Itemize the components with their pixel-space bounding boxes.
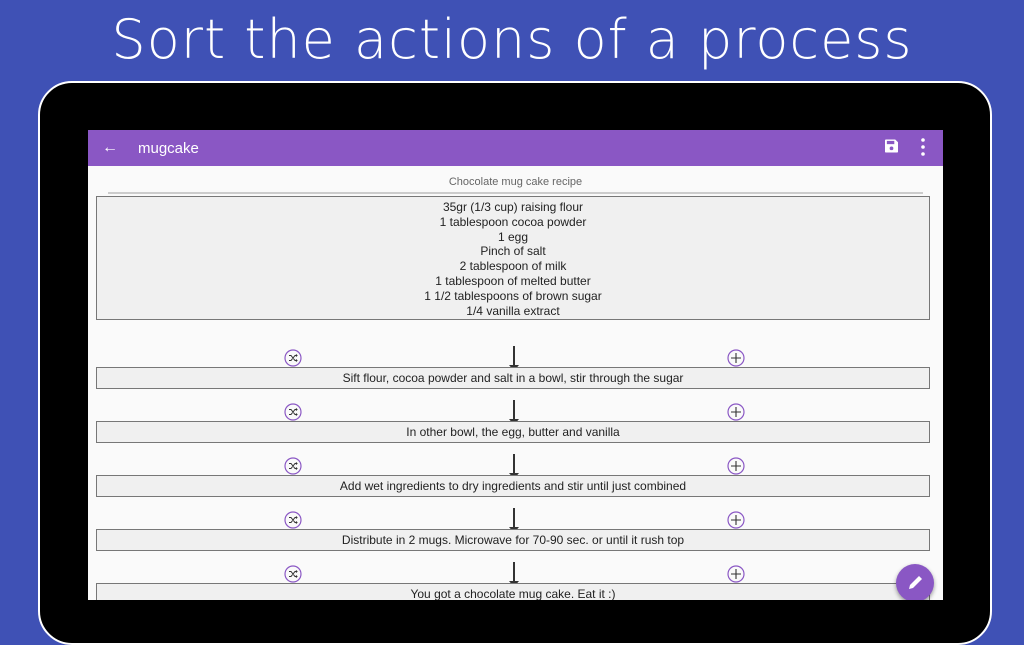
process-title: Chocolate mug cake recipe (448, 176, 583, 188)
ingredient-line: 35gr (1/3 cup) raising flour (442, 200, 584, 214)
add-step-icon[interactable] (727, 403, 745, 421)
shuffle-icon[interactable] (284, 349, 302, 367)
app-screen: ← mugcake Chocolate mug cake recipe 35gr… (88, 130, 943, 600)
ingredient-line: 1/4 vanilla extract (466, 303, 560, 318)
ingredient-line: 1 egg (497, 229, 529, 244)
ingredient-line: 1 tablespoon cocoa powder (439, 214, 587, 229)
shuffle-icon[interactable] (284, 565, 302, 583)
step-box[interactable]: Sift flour, cocoa powder and salt in a b… (96, 367, 930, 389)
save-icon[interactable] (885, 139, 898, 153)
app-title: mugcake (138, 139, 199, 157)
edit-button[interactable] (896, 564, 934, 600)
arrow-left-icon[interactable]: ← (102, 139, 118, 156)
add-step-icon[interactable] (727, 457, 745, 475)
step-box[interactable]: In other bowl, the egg, butter and vanil… (96, 421, 930, 443)
step-box[interactable]: Distribute in 2 mugs. Microwave for 70-9… (96, 529, 930, 551)
shuffle-icon[interactable] (284, 403, 302, 421)
ingredient-line: 1 tablespoon of melted butter (435, 273, 591, 288)
headline: Sort the actions of a process (111, 8, 913, 71)
divider (108, 192, 923, 194)
app-bar: ← mugcake (88, 130, 943, 166)
shuffle-icon[interactable] (284, 511, 302, 529)
ingredient-line: 2 tablespoon of milk (459, 259, 567, 274)
step-box[interactable]: Add wet ingredients to dry ingredients a… (96, 475, 930, 497)
step-box[interactable]: You got a chocolate mug cake. Eat it :) (96, 583, 930, 600)
ingredient-line: 1 1/2 tablespoons of brown sugar (424, 288, 602, 303)
add-step-icon[interactable] (727, 511, 745, 529)
add-step-icon[interactable] (727, 349, 745, 367)
pencil-icon (909, 576, 922, 589)
ingredient-line: Pinch of salt (480, 244, 546, 259)
more-vert-icon[interactable] (921, 138, 925, 156)
shuffle-icon[interactable] (284, 457, 302, 475)
add-step-icon[interactable] (727, 565, 745, 583)
